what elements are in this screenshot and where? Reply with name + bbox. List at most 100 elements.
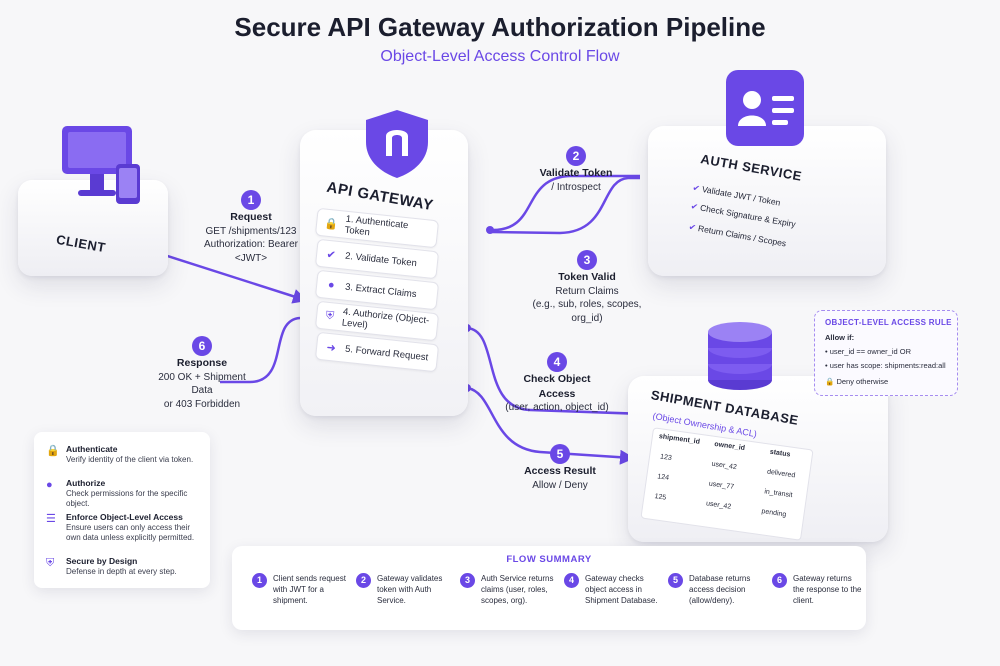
table-header: shipment_id: [658, 433, 701, 446]
table-header: owner_id: [713, 440, 746, 453]
wire-check: [466, 326, 648, 422]
step-number-badge: 6: [192, 336, 212, 356]
annotation-line: (user, action, object_id): [505, 402, 609, 413]
table-header: status: [769, 448, 791, 459]
annotation-title: Check Object Access: [523, 373, 591, 400]
rule-title: OBJECT-LEVEL ACCESS RULE: [825, 318, 952, 327]
wire-claims: [491, 176, 640, 235]
summary-title: FLOW SUMMARY: [506, 554, 592, 565]
step-number-badge: 2: [566, 146, 586, 166]
annotation-line: Allow / Deny: [532, 479, 588, 491]
access-rule-box: OBJECT-LEVEL ACCESS RULE Allow if: • use…: [814, 310, 958, 396]
summary-item: 4 Gateway checks object access in Shipme…: [564, 573, 664, 607]
step-number-badge: 6: [772, 573, 787, 588]
summary-text: Gateway returns the response to the clie…: [793, 574, 862, 606]
step-number-badge: 5: [550, 444, 570, 464]
summary-text: Client sends request with JWT for a ship…: [273, 574, 346, 606]
rule-condition-text: user_id == owner_id OR: [829, 347, 912, 356]
database-cylinder-icon: [708, 322, 772, 390]
wire-response: [220, 316, 301, 384]
annotation-request: 1 Request GET /shipments/123 Authorizati…: [196, 190, 306, 265]
step-label: 5. Forward Request: [344, 343, 429, 363]
lock-icon: 🔒: [323, 217, 339, 231]
lock-icon: 🔒: [825, 377, 835, 386]
gateway-label: API GATEWAY: [325, 178, 435, 215]
annotation-title: Token Valid: [558, 271, 616, 283]
rule-deny: 🔒 Deny otherwise: [825, 377, 888, 386]
legend-desc: Defense in depth at every step.: [66, 567, 177, 577]
check-circle-icon: ✔: [325, 248, 337, 262]
step-number-badge: 3: [460, 573, 475, 588]
user-icon: ●: [327, 278, 336, 292]
step-number-badge: 4: [547, 352, 567, 372]
table-cell: user_77: [708, 480, 735, 491]
annotation-access-result: 5 Access Result Allow / Deny: [520, 444, 600, 492]
annotation-response: 6 Response 200 OK + Shipment Data or 403…: [150, 336, 254, 411]
auth-label: AUTH SERVICE: [699, 151, 804, 184]
rule-condition-text: user has scope: shipments:read:all: [829, 361, 946, 370]
table-cell: pending: [761, 508, 787, 519]
table-cell: 124: [656, 473, 670, 482]
user-icon: ●: [46, 479, 53, 491]
summary-text: Gateway validates token with Auth Servic…: [377, 574, 443, 606]
summary-item: 5 Database returns access decision (allo…: [668, 573, 768, 607]
check-icon: ✔: [691, 182, 701, 194]
annotation-line: / Introspect: [551, 181, 601, 193]
table-cell: user_42: [705, 500, 732, 511]
legend-title: Enforce Object-Level Access: [66, 512, 183, 522]
annotation-line: or 403 Forbidden: [163, 398, 241, 410]
rule-deny-text: Deny otherwise: [836, 377, 889, 386]
summary-item: 6 Gateway returns the response to the cl…: [772, 573, 862, 607]
shield-icon: ⛨: [46, 557, 55, 569]
shield-icon: ⛨: [325, 309, 335, 322]
table-cell: in_transit: [763, 488, 793, 500]
arrow-right-icon: ➜: [325, 341, 337, 355]
shipment-database-node: SHIPMENT DATABASE (Object Ownership & AC…: [628, 376, 888, 542]
summary-text: Gateway checks object access in Shipment…: [585, 574, 658, 606]
auth-check-label: Return Claims / Scopes: [697, 223, 788, 249]
annotation-title: Response: [176, 357, 228, 369]
wire-result: [466, 386, 635, 465]
rule-condition-2: • user has scope: shipments:read:all: [825, 361, 946, 370]
step-number-badge: 1: [241, 190, 261, 210]
step-label: 2. Validate Token: [344, 250, 418, 269]
table-cell: 125: [654, 493, 667, 502]
page-title: Secure API Gateway Authorization Pipelin…: [234, 12, 766, 42]
step-number-badge: 1: [252, 573, 267, 588]
page-subtitle: Object-Level Access Control Flow: [380, 48, 620, 65]
step-number-badge: 2: [356, 573, 371, 588]
table-cell: delivered: [766, 468, 796, 480]
annotation-line: Authorization: Bearer <JWT>: [204, 239, 298, 264]
rule-condition-1: • user_id == owner_id OR: [825, 347, 912, 356]
database-icon: ☰: [46, 513, 56, 525]
wire-validate: [489, 174, 640, 232]
step-label: 1. Authenticate Token: [344, 213, 409, 239]
flow-summary-panel: FLOW SUMMARY 1 Client sends request with…: [232, 546, 866, 630]
annotation-token-valid: 3 Token Valid Return Claims (e.g., sub, …: [524, 250, 650, 325]
table-cell: user_42: [711, 460, 738, 472]
summary-item: 1 Client sends request with JWT for a sh…: [252, 573, 352, 607]
annotation-line: (e.g., sub, roles, scopes, org_id): [532, 299, 642, 324]
annotation-validate-token: 2 Validate Token / Introspect: [538, 146, 614, 194]
annotation-line: Return Claims: [555, 285, 619, 297]
annotation-title: Request: [230, 211, 272, 223]
lock-icon: 🔒: [46, 445, 60, 457]
summary-item: 2 Gateway validates token with Auth Serv…: [356, 573, 456, 607]
legend-desc: Ensure users can only access their own d…: [66, 523, 195, 543]
id-card-icon: [726, 70, 804, 146]
legend-title: Secure by Design: [66, 556, 138, 566]
summary-text: Database returns access decision (allow/…: [689, 574, 751, 606]
rule-allow: Allow if:: [825, 333, 855, 342]
legend-desc: Verify identity of the client via token.: [66, 455, 194, 465]
legend-title: Authenticate: [66, 444, 118, 454]
client-label: CLIENT: [55, 231, 107, 256]
summary-item: 3 Auth Service returns claims (user, rol…: [460, 573, 560, 607]
step-number-badge: 4: [564, 573, 579, 588]
legend-desc: Check permissions for the specific objec…: [66, 489, 188, 509]
check-icon: ✔: [690, 200, 699, 212]
